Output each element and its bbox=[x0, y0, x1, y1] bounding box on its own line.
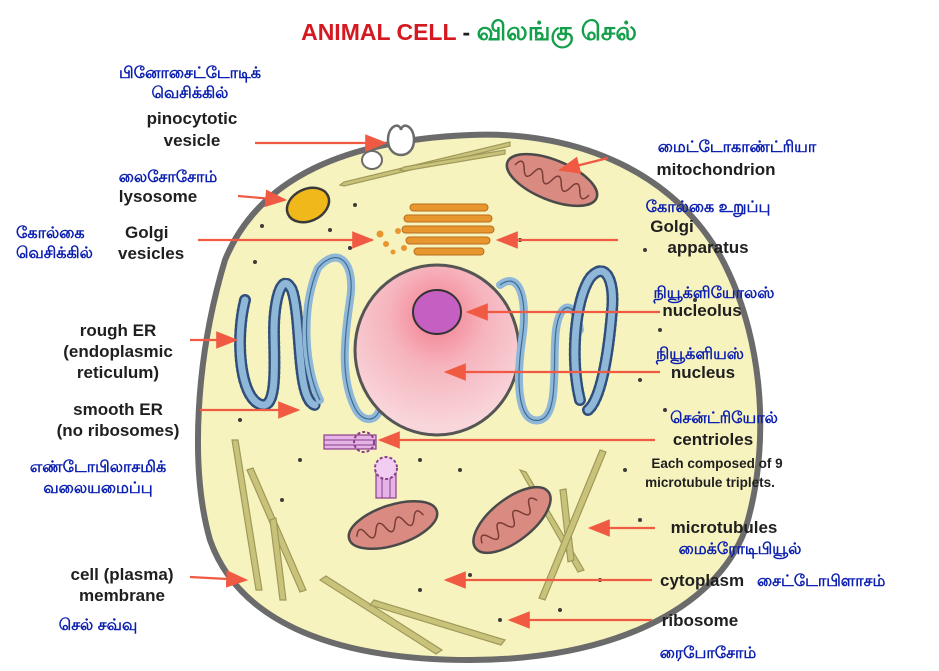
label-pinocytotic-english-1: pinocytotic bbox=[147, 109, 238, 128]
title-english: ANIMAL CELL bbox=[301, 19, 456, 45]
label-golgi-vesicles-english-1: Golgi bbox=[125, 223, 168, 242]
mitochondrion-bottom-left bbox=[347, 500, 439, 550]
label-membrane-english-2: membrane bbox=[79, 586, 165, 605]
centriole-vertical bbox=[374, 456, 398, 499]
pinocytotic-vesicle-free bbox=[361, 150, 383, 170]
label-cytoplasm-tamil: சைட்டோபிளாசம் bbox=[757, 573, 885, 590]
arrow-mitochondrion bbox=[557, 156, 609, 174]
label-lysosome-english: lysosome bbox=[119, 187, 197, 206]
label-golgi-vesicles-english-2: vesicles bbox=[118, 244, 184, 263]
label-lysosome-tamil: லைசோசோம் bbox=[119, 169, 218, 186]
rough-er-left-inner bbox=[236, 280, 319, 409]
label-golgi-apparatus-english-2: apparatus bbox=[667, 238, 748, 257]
label-nucleolus-tamil: நியூக்ளியோலஸ் bbox=[653, 285, 775, 303]
label-golgi-vesicles-tamil-1: கோல்கை bbox=[16, 225, 85, 242]
pinocytotic-vesicle bbox=[386, 124, 416, 157]
label-cytoplasm-english: cytoplasm bbox=[660, 571, 744, 590]
label-pinocytotic-tamil-1: பினோசைட்டோடிக் bbox=[119, 65, 261, 83]
microtubules bbox=[231, 141, 607, 655]
label-pinocytotic-english-2: vesicle bbox=[164, 131, 221, 150]
label-membrane-english-1: cell (plasma) bbox=[71, 565, 174, 584]
centriole-horizontal bbox=[323, 431, 377, 453]
golgi-vesicles bbox=[376, 228, 407, 255]
label-golgi-apparatus-tamil: கோல்கை உறுப்பு bbox=[646, 199, 771, 217]
label-rough-er-2: (endoplasmic bbox=[63, 342, 173, 361]
label-mitochondrion-english: mitochondrion bbox=[657, 160, 776, 179]
label-rough-er-1: rough ER bbox=[80, 321, 157, 340]
label-ribosome-english: ribosome bbox=[662, 611, 739, 630]
smooth-er-left-edge bbox=[305, 256, 381, 420]
lysosome bbox=[285, 186, 331, 224]
label-membrane-tamil: செல் சவ்வு bbox=[59, 617, 138, 634]
label-nucleus-english: nucleus bbox=[671, 363, 735, 382]
label-microtubules-tamil: மைக்ரோடிபியூல் bbox=[679, 541, 802, 559]
label-pinocytotic-tamil-2: வெசிக்கில் bbox=[152, 85, 229, 102]
label-nucleolus-english: nucleolus bbox=[662, 301, 741, 320]
smooth-er-right-edge bbox=[499, 280, 581, 421]
label-er-tamil-1: எண்டோபிலாசமிக் bbox=[30, 459, 166, 476]
mitochondrion-bottom-right bbox=[472, 485, 552, 555]
label-centrioles-note-2: microtubule triplets. bbox=[645, 475, 775, 490]
title-tamil: விலங்கு செல் bbox=[477, 16, 637, 49]
rough-er-right-inner bbox=[571, 267, 617, 414]
arrow-lysosome bbox=[237, 189, 288, 208]
label-centrioles-note-1: Each composed of 9 bbox=[651, 456, 782, 471]
label-smooth-er-1: smooth ER bbox=[73, 400, 163, 419]
nucleolus bbox=[412, 289, 462, 335]
label-rough-er-3: reticulum) bbox=[77, 363, 159, 382]
label-ribosome-tamil: ரைபோசோம் bbox=[660, 645, 757, 662]
label-nucleus-tamil: நியூக்ளியஸ் bbox=[655, 346, 744, 364]
label-mitochondrion-tamil: மைட்டோகாண்ட்ரியா bbox=[658, 139, 817, 156]
label-centrioles-english: centrioles bbox=[673, 430, 753, 449]
label-golgi-vesicles-tamil-2: வெசிக்கில் bbox=[16, 245, 93, 262]
title-separator: - bbox=[456, 19, 476, 45]
label-smooth-er-2: (no ribosomes) bbox=[57, 421, 180, 440]
golgi-apparatus bbox=[401, 203, 495, 256]
page-title: ANIMAL CELL - விலங்கு செல் bbox=[301, 16, 637, 49]
label-er-tamil-2: வலையமைப்பு bbox=[43, 480, 152, 497]
label-microtubules-english: microtubules bbox=[671, 518, 778, 537]
label-arrows bbox=[189, 134, 660, 629]
arrow-membrane bbox=[189, 570, 249, 588]
label-centrioles-tamil: சென்ட்ரியோல் bbox=[670, 410, 778, 427]
label-golgi-apparatus-english-1: Golgi bbox=[650, 217, 693, 236]
